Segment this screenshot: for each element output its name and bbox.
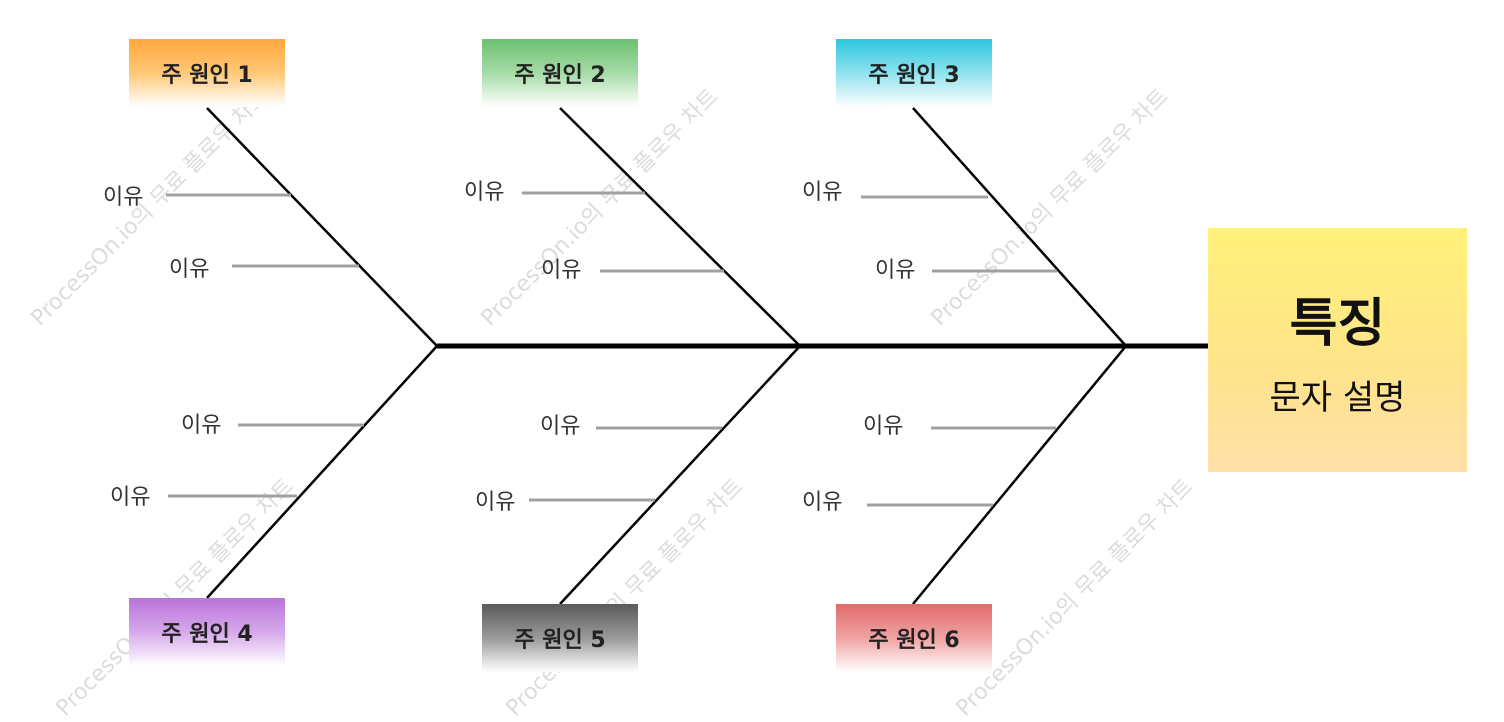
reason-label: 이유: [464, 180, 505, 205]
cause-label: 주 원인 1: [161, 63, 253, 88]
cause-box-3: 주 원인 3: [836, 39, 992, 107]
effect-subtitle: 문자 설명: [1269, 378, 1406, 418]
cause-label: 주 원인 3: [868, 63, 960, 88]
bone-cause-5: [559, 345, 801, 605]
reason-label: 이유: [541, 258, 582, 283]
cause-label: 주 원인 4: [161, 622, 253, 647]
cause-label: 주 원인 6: [868, 628, 960, 653]
reason-label: 이유: [181, 413, 222, 438]
reason-label: 이유: [103, 185, 144, 210]
cause-box-5: 주 원인 5: [482, 604, 638, 672]
cause-box-6: 주 원인 6: [836, 604, 992, 672]
cause-label: 주 원인 2: [514, 63, 606, 88]
bone-cause-6: [912, 345, 1127, 605]
reason-label: 이유: [475, 490, 516, 515]
bone-cause-3: [912, 107, 1127, 347]
reason-label: 이유: [863, 414, 904, 439]
reason-label: 이유: [169, 257, 210, 282]
reason-label: 이유: [110, 485, 151, 510]
cause-label: 주 원인 5: [514, 628, 606, 653]
reason-label: 이유: [540, 414, 581, 439]
reason-label: 이유: [875, 258, 916, 283]
effect-box: 특징 문자 설명: [1208, 228, 1467, 472]
cause-box-1: 주 원인 1: [129, 39, 285, 107]
cause-box-2: 주 원인 2: [482, 39, 638, 107]
effect-title: 특징: [1289, 294, 1386, 354]
reason-label: 이유: [802, 490, 843, 515]
cause-box-4: 주 원인 4: [129, 598, 285, 666]
bone-cause-4: [206, 345, 438, 599]
bone-cause-2: [559, 107, 801, 347]
reason-label: 이유: [802, 180, 843, 205]
bone-cause-1: [206, 107, 438, 347]
